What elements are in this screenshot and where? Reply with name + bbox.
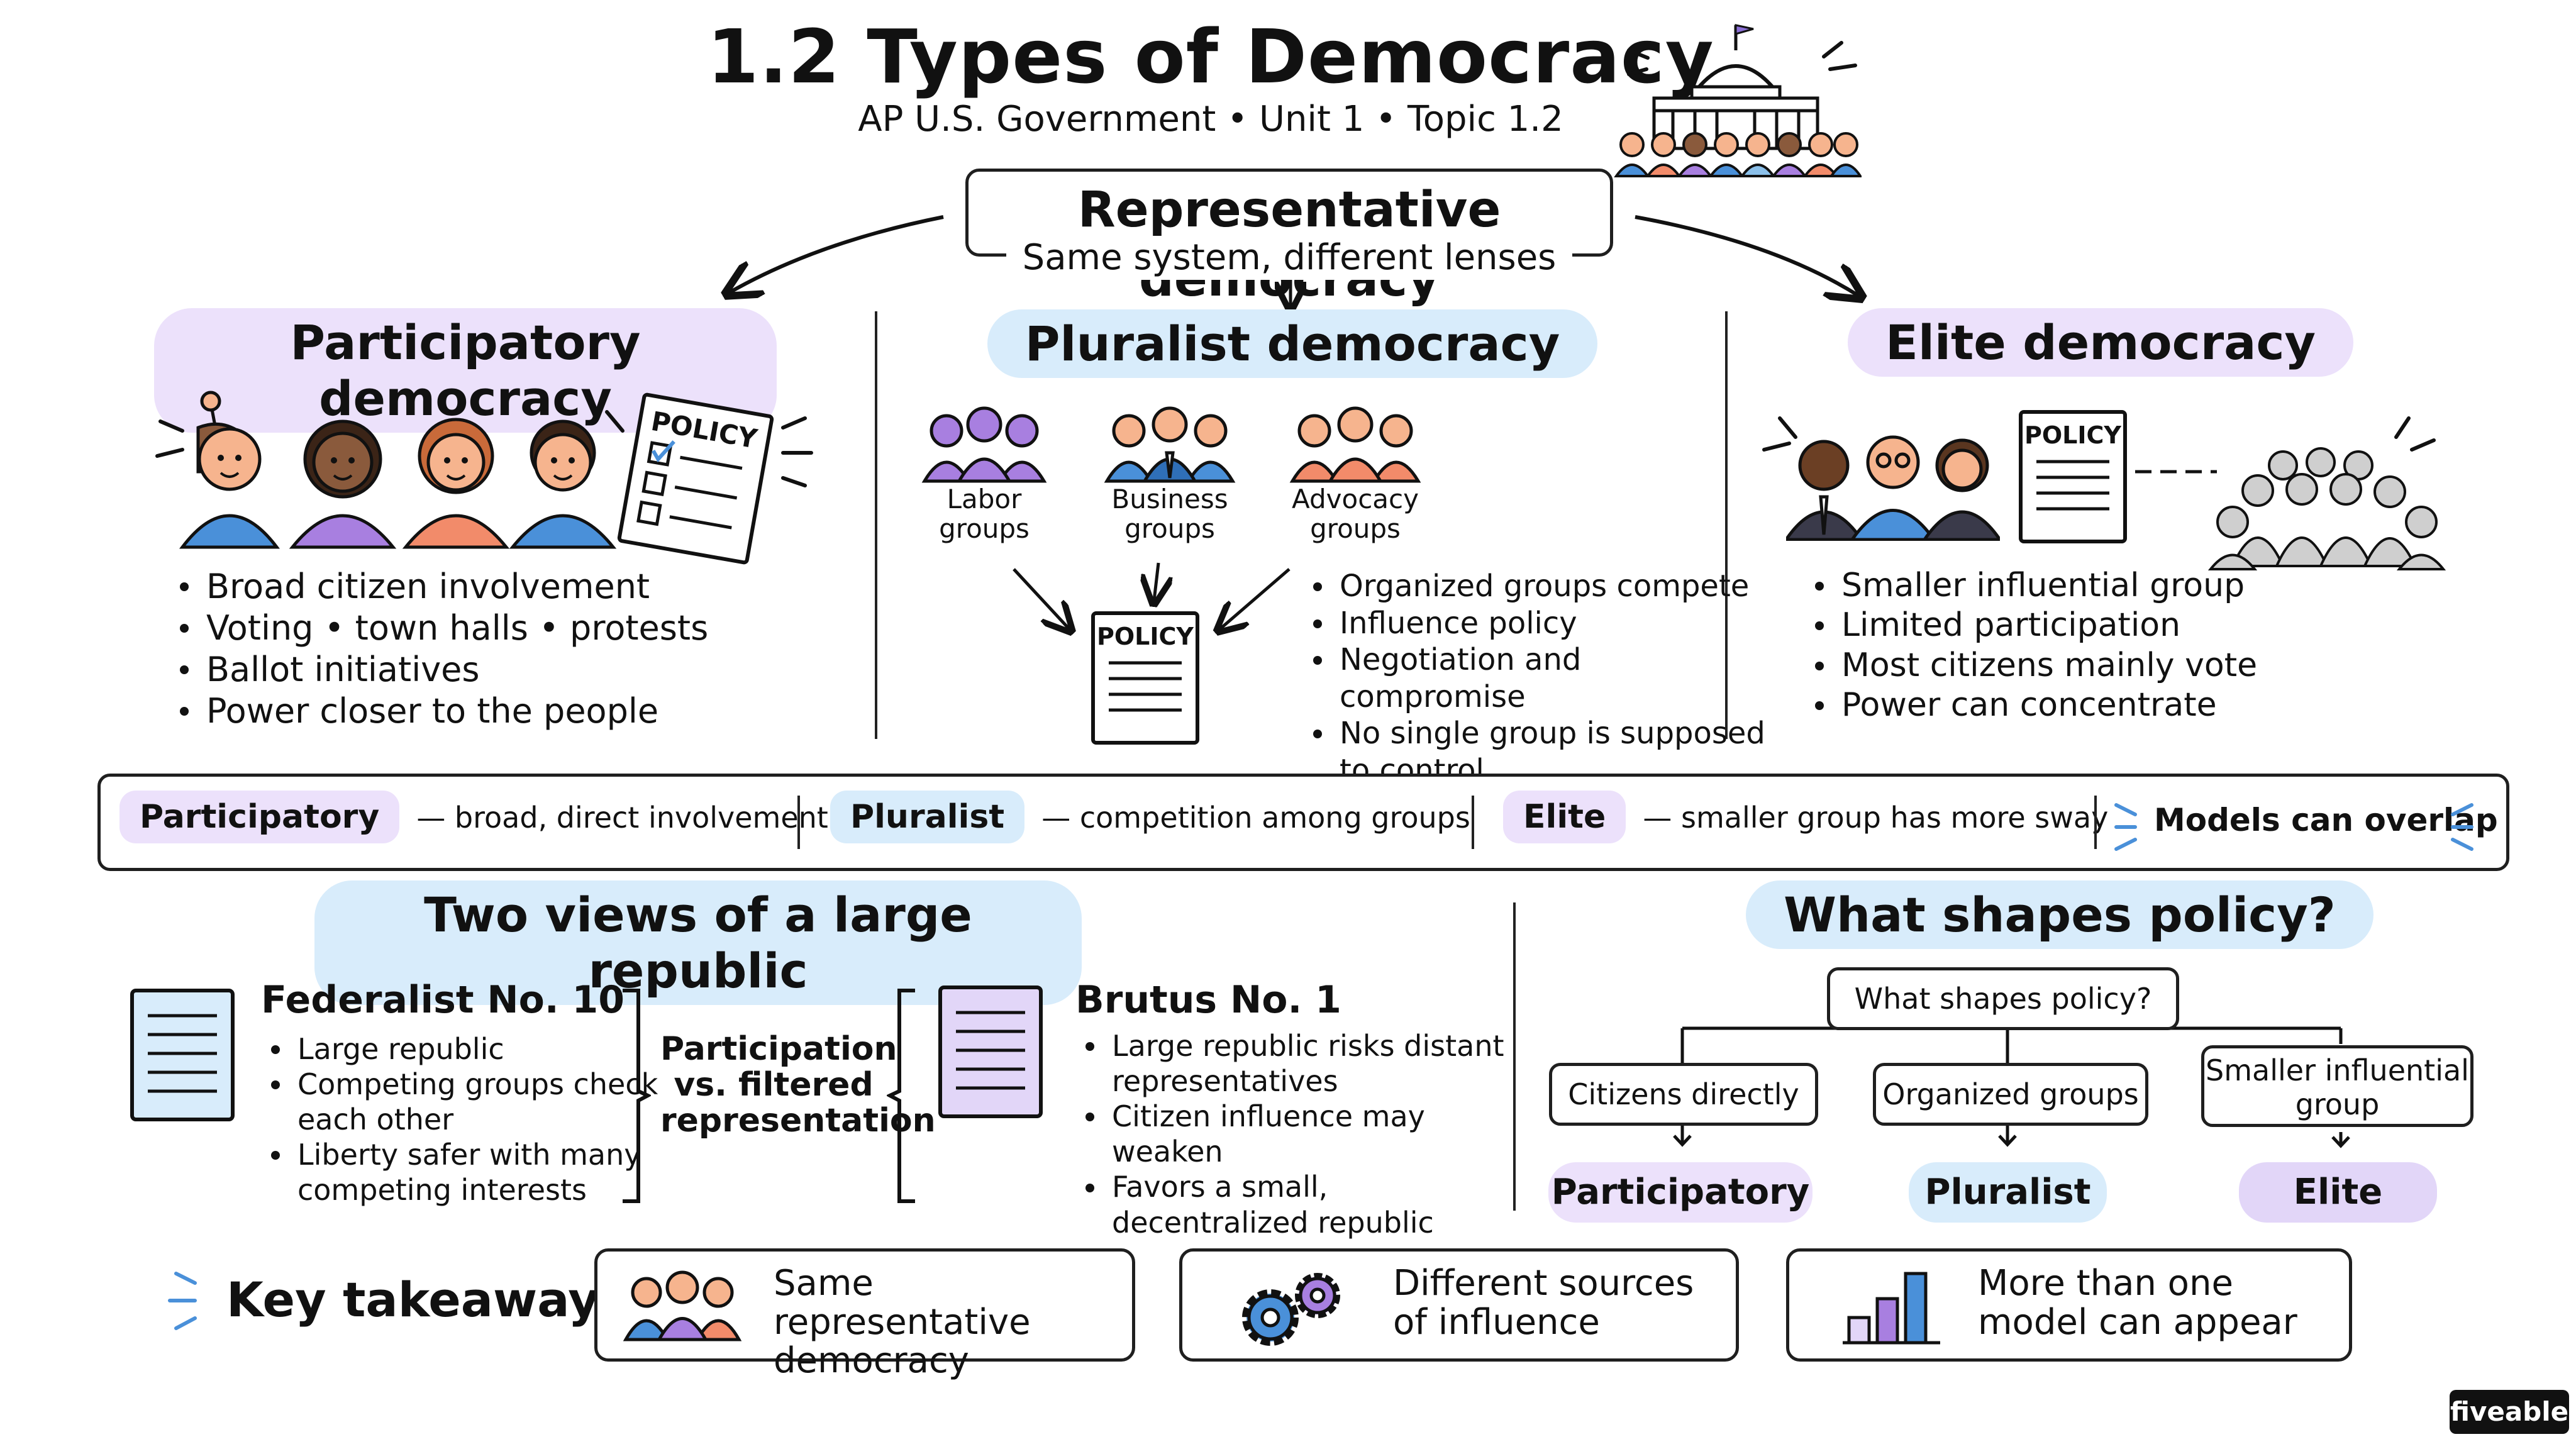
bullet: Negotiation and compromise: [1313, 641, 1767, 715]
summary-pluralist: Pluralist — competition among groups: [830, 791, 1470, 843]
page-title: 1.2 Types of Democracy: [707, 13, 1714, 100]
summary-label: Participatory: [119, 791, 400, 843]
participatory-bullets: Broad citizen involvement Voting • town …: [170, 566, 898, 732]
bullet: Competing groups check each other: [271, 1067, 669, 1137]
sparkle-icon: [168, 1272, 197, 1330]
bullet: Large republic: [271, 1031, 669, 1067]
bullet: Influence policy: [1313, 605, 1767, 642]
sparkle-icon: [1627, 48, 1650, 76]
document-lines-icon: [1109, 661, 1182, 712]
key-takeaways-label: Key takeaways:: [226, 1272, 647, 1328]
bullet: Limited participation: [1815, 606, 2407, 645]
node-citizens-directly: Citizens directly: [1549, 1063, 1818, 1126]
node-organized-groups: Organized groups: [1873, 1063, 2148, 1126]
pluralist-heading: Pluralist democracy: [987, 309, 1598, 378]
bullet: Favors a small, decentralized republic: [1085, 1169, 1527, 1240]
policy-label: POLICY: [1097, 623, 1194, 650]
sparkle-icon: [2114, 803, 2137, 851]
labor-group-icon: [921, 406, 1047, 483]
page-subtitle: AP U.S. Government • Unit 1 • Topic 1.2: [858, 99, 1563, 140]
elite-officials-icon: [1786, 435, 2000, 541]
bullet: No single group is supposed to control: [1313, 715, 1767, 789]
checklist-icon: [636, 440, 743, 530]
node-smaller-influential-group: Smaller influential group: [2201, 1045, 2473, 1127]
takeaway-card: More than one model can appear: [1786, 1248, 2352, 1362]
root-title: Representative democracy: [1077, 182, 1501, 308]
bullet: Liberty safer with many competing intere…: [271, 1137, 669, 1208]
models-overlap-text: Models can overlap: [2154, 802, 2498, 838]
elite-bullets: Smaller influential group Limited partic…: [1805, 566, 2407, 726]
pluralist-bullets: Organized groups compete Influence polic…: [1303, 568, 1767, 789]
advocacy-group-icon: [1289, 406, 1421, 483]
business-group-icon: [1104, 406, 1236, 483]
participation-vs-filtered: Participation vs. filtered representatio…: [660, 1030, 936, 1140]
takeaway-text: More than one model can appear: [1978, 1263, 2297, 1343]
result-pluralist: Pluralist: [1909, 1162, 2107, 1223]
sparkle-icon: [781, 416, 813, 487]
policy-tree-heading: What shapes policy?: [1746, 880, 2373, 949]
citizens-group-icon: [179, 391, 617, 549]
bullet: Large republic risks distant representat…: [1085, 1028, 1527, 1099]
summary-bar: Participatory — broad, direct involvemen…: [97, 774, 2509, 871]
sparkle-icon: [2451, 803, 2473, 851]
bullet: Power can concentrate: [1815, 686, 2407, 725]
bullet: Broad citizen involvement: [180, 566, 898, 608]
bar-chart-icon: [1843, 1272, 1940, 1345]
sparkle-icon: [605, 410, 625, 433]
crowd-icon: [2207, 447, 2446, 570]
people-icon: [623, 1270, 742, 1341]
result-elite: Elite: [2239, 1162, 2437, 1223]
capitol-building-icon: [1614, 24, 1862, 177]
arrow-to-elite: [1635, 215, 1858, 296]
bullet: Power closer to the people: [180, 691, 898, 732]
summary-participatory: Participatory — broad, direct involvemen…: [119, 791, 828, 843]
bullet: Citizen influence may weaken: [1085, 1099, 1527, 1169]
policy-label: POLICY: [2024, 421, 2121, 449]
business-groups-label: Business groups: [1111, 484, 1228, 545]
arrow-to-participatory: [730, 215, 944, 292]
labor-groups-label: Labor groups: [939, 484, 1030, 545]
sparkle-icon: [1822, 41, 1857, 71]
summary-label: Pluralist: [830, 791, 1025, 843]
bracket-left: [887, 989, 915, 1203]
fiveable-logo: fiveable: [2450, 1390, 2569, 1434]
brutus-bullets: Large republic risks distant representat…: [1075, 1028, 1527, 1240]
bullet: Ballot initiatives: [180, 649, 898, 691]
elite-heading: Elite democracy: [1847, 308, 2354, 377]
dashed-connector: [2135, 470, 2217, 474]
bullet: Voting • town halls • protests: [180, 608, 898, 649]
federalist-bullets: Large republic Competing groups check ea…: [261, 1031, 669, 1208]
advocacy-groups-label: Advocacy groups: [1292, 484, 1419, 545]
federalist-title: Federalist No. 10: [261, 978, 625, 1022]
summary-text: — competition among groups: [1041, 801, 1470, 835]
summary-text: — smaller group has more sway: [1643, 801, 2109, 835]
participatory-heading: Participatory democracy: [154, 308, 777, 433]
sparkle-icon: [1762, 416, 1797, 452]
gears-icon: [1242, 1273, 1340, 1346]
summary-elite: Elite — smaller group has more sway: [1503, 791, 2108, 843]
sparkle-icon: [155, 419, 184, 458]
bracket-right: [623, 989, 651, 1203]
bullet: Smaller influential group: [1815, 566, 2407, 606]
policy-tree-root: What shapes policy?: [1827, 967, 2179, 1030]
document-icon: [938, 985, 1043, 1118]
document-lines-icon: [2036, 460, 2109, 511]
elite-policy-document: POLICY: [2019, 410, 2127, 543]
policy-document: POLICY: [1091, 611, 1199, 745]
summary-text: — broad, direct involvement: [416, 801, 828, 835]
bullet: Organized groups compete: [1313, 568, 1767, 605]
takeaway-card: Different sources of influence: [1179, 1248, 1739, 1362]
brutus-title: Brutus No. 1: [1075, 978, 1341, 1022]
takeaway-text: Different sources of influence: [1393, 1263, 1694, 1343]
summary-label: Elite: [1503, 791, 1626, 843]
policy-checklist: POLICY: [616, 392, 775, 565]
result-participatory: Participatory: [1548, 1162, 1813, 1223]
document-icon: [130, 989, 235, 1121]
takeaway-text: Same representative democracy: [774, 1263, 1031, 1382]
bullet: Most citizens mainly vote: [1815, 646, 2407, 686]
root-subtitle: Same system, different lenses: [1006, 236, 1572, 280]
sparkle-icon: [2394, 416, 2436, 452]
takeaway-card: Same representative democracy: [594, 1248, 1135, 1380]
